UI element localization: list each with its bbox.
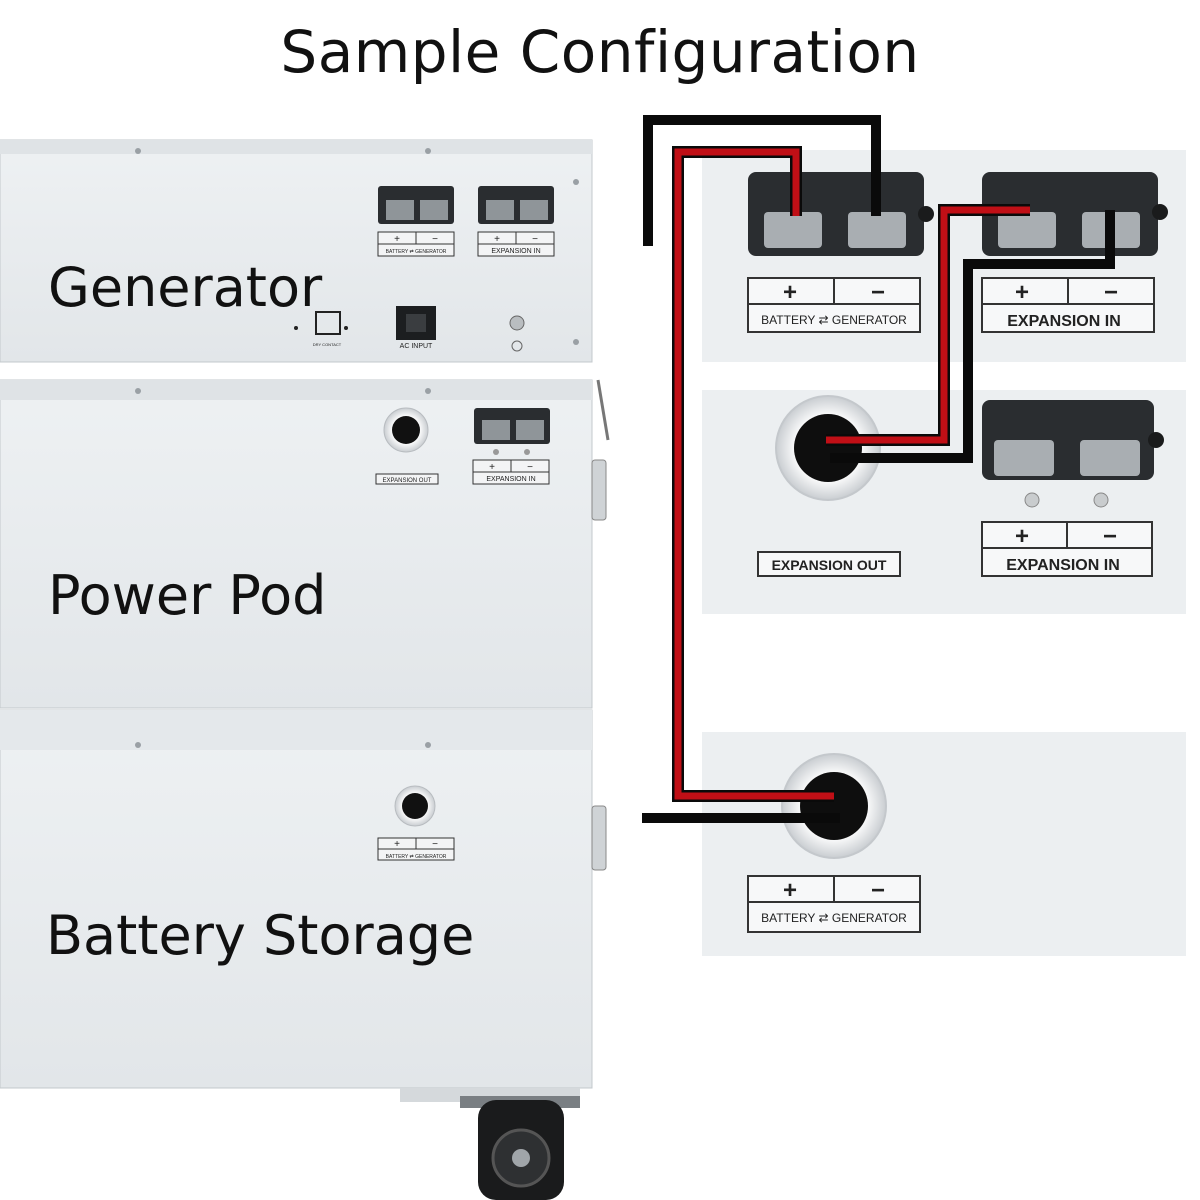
svg-text:BATTERY ⇄ GENERATOR: BATTERY ⇄ GENERATOR xyxy=(386,249,447,255)
svg-text:−: − xyxy=(432,234,438,245)
svg-text:−: − xyxy=(871,279,885,306)
svg-text:+: + xyxy=(394,234,400,245)
svg-text:BATTERY ⇄ GENERATOR: BATTERY ⇄ GENERATOR xyxy=(761,313,907,327)
svg-text:−: − xyxy=(532,234,538,245)
battery-small-port: + − BATTERY ⇄ GENERATOR xyxy=(377,785,455,861)
pod-expansion-in-port: + − EXPANSION IN xyxy=(981,400,1164,577)
svg-text:−: − xyxy=(527,462,533,473)
caster-wheel-icon xyxy=(400,1088,580,1200)
svg-text:+: + xyxy=(489,462,495,473)
cable-positive-main-core xyxy=(674,148,834,800)
cable-expansion-positive-core xyxy=(826,206,1030,444)
svg-text:+: + xyxy=(394,839,400,850)
svg-text:−: − xyxy=(1103,523,1117,550)
svg-text:AC INPUT: AC INPUT xyxy=(400,343,433,350)
gen-small-connector-2: + − EXPANSION IN xyxy=(477,186,555,257)
power-pod-label: Power Pod xyxy=(48,564,326,627)
side-handle-icon xyxy=(591,805,607,871)
pod-small-expansion-in: + − EXPANSION IN xyxy=(472,408,550,485)
detail-panels: + − BATTERY ⇄ GENERATOR + − EXPANSION IN… xyxy=(702,150,1186,956)
battery-storage-label: Battery Storage xyxy=(46,904,474,967)
gen-small-connector-1: + − BATTERY ⇄ GENERATOR xyxy=(377,186,455,257)
cable-expansion-negative xyxy=(830,210,1115,463)
svg-text:EXPANSION IN: EXPANSION IN xyxy=(486,476,535,483)
page-title: Sample Configuration xyxy=(280,18,920,86)
svg-text:+: + xyxy=(494,234,500,245)
svg-text:−: − xyxy=(1104,279,1118,306)
cables xyxy=(642,115,1115,823)
power-pod-unit: Power Pod EXPANSION OUT + − EXPANSION IN xyxy=(0,379,610,709)
svg-text:+: + xyxy=(783,279,797,306)
generator-label: Generator xyxy=(48,256,323,319)
svg-text:+: + xyxy=(1015,523,1029,550)
svg-text:BATTERY ⇄ GENERATOR: BATTERY ⇄ GENERATOR xyxy=(761,911,907,925)
generator-unit: Generator + − BATTERY ⇄ GENERATOR + − EX… xyxy=(0,139,593,363)
battery-port: + − BATTERY ⇄ GENERATOR xyxy=(747,753,921,933)
svg-text:EXPANSION OUT: EXPANSION OUT xyxy=(383,478,432,484)
unit-stack: Generator + − BATTERY ⇄ GENERATOR + − EX… xyxy=(0,139,610,1200)
svg-text:DRY CONTACT: DRY CONTACT xyxy=(313,342,342,347)
svg-text:−: − xyxy=(432,839,438,850)
dry-contact-port: DRY CONTACT xyxy=(294,311,348,347)
side-handle-icon xyxy=(591,379,610,521)
pod-expansion-out-port: EXPANSION OUT xyxy=(757,395,901,577)
svg-text:EXPANSION IN: EXPANSION IN xyxy=(491,248,540,255)
cable-negative-main xyxy=(643,115,881,246)
gen-connector-expansion-in: + − EXPANSION IN xyxy=(981,172,1168,333)
battery-storage-unit: Battery Storage + − BATTERY ⇄ GENERATOR xyxy=(0,709,607,1089)
svg-text:EXPANSION IN: EXPANSION IN xyxy=(1006,557,1120,574)
ac-input-port: AC INPUT xyxy=(396,306,436,350)
svg-text:EXPANSION OUT: EXPANSION OUT xyxy=(772,557,887,573)
svg-text:EXPANSION IN: EXPANSION IN xyxy=(1007,313,1121,330)
pod-small-expansion-out: EXPANSION OUT xyxy=(375,407,439,485)
svg-text:+: + xyxy=(1015,279,1029,306)
svg-text:+: + xyxy=(783,877,797,904)
svg-text:−: − xyxy=(871,877,885,904)
svg-text:BATTERY ⇄ GENERATOR: BATTERY ⇄ GENERATOR xyxy=(386,854,447,860)
ground-screw-icon xyxy=(509,315,525,352)
gen-connector-battery-generator: + − BATTERY ⇄ GENERATOR xyxy=(747,172,934,333)
